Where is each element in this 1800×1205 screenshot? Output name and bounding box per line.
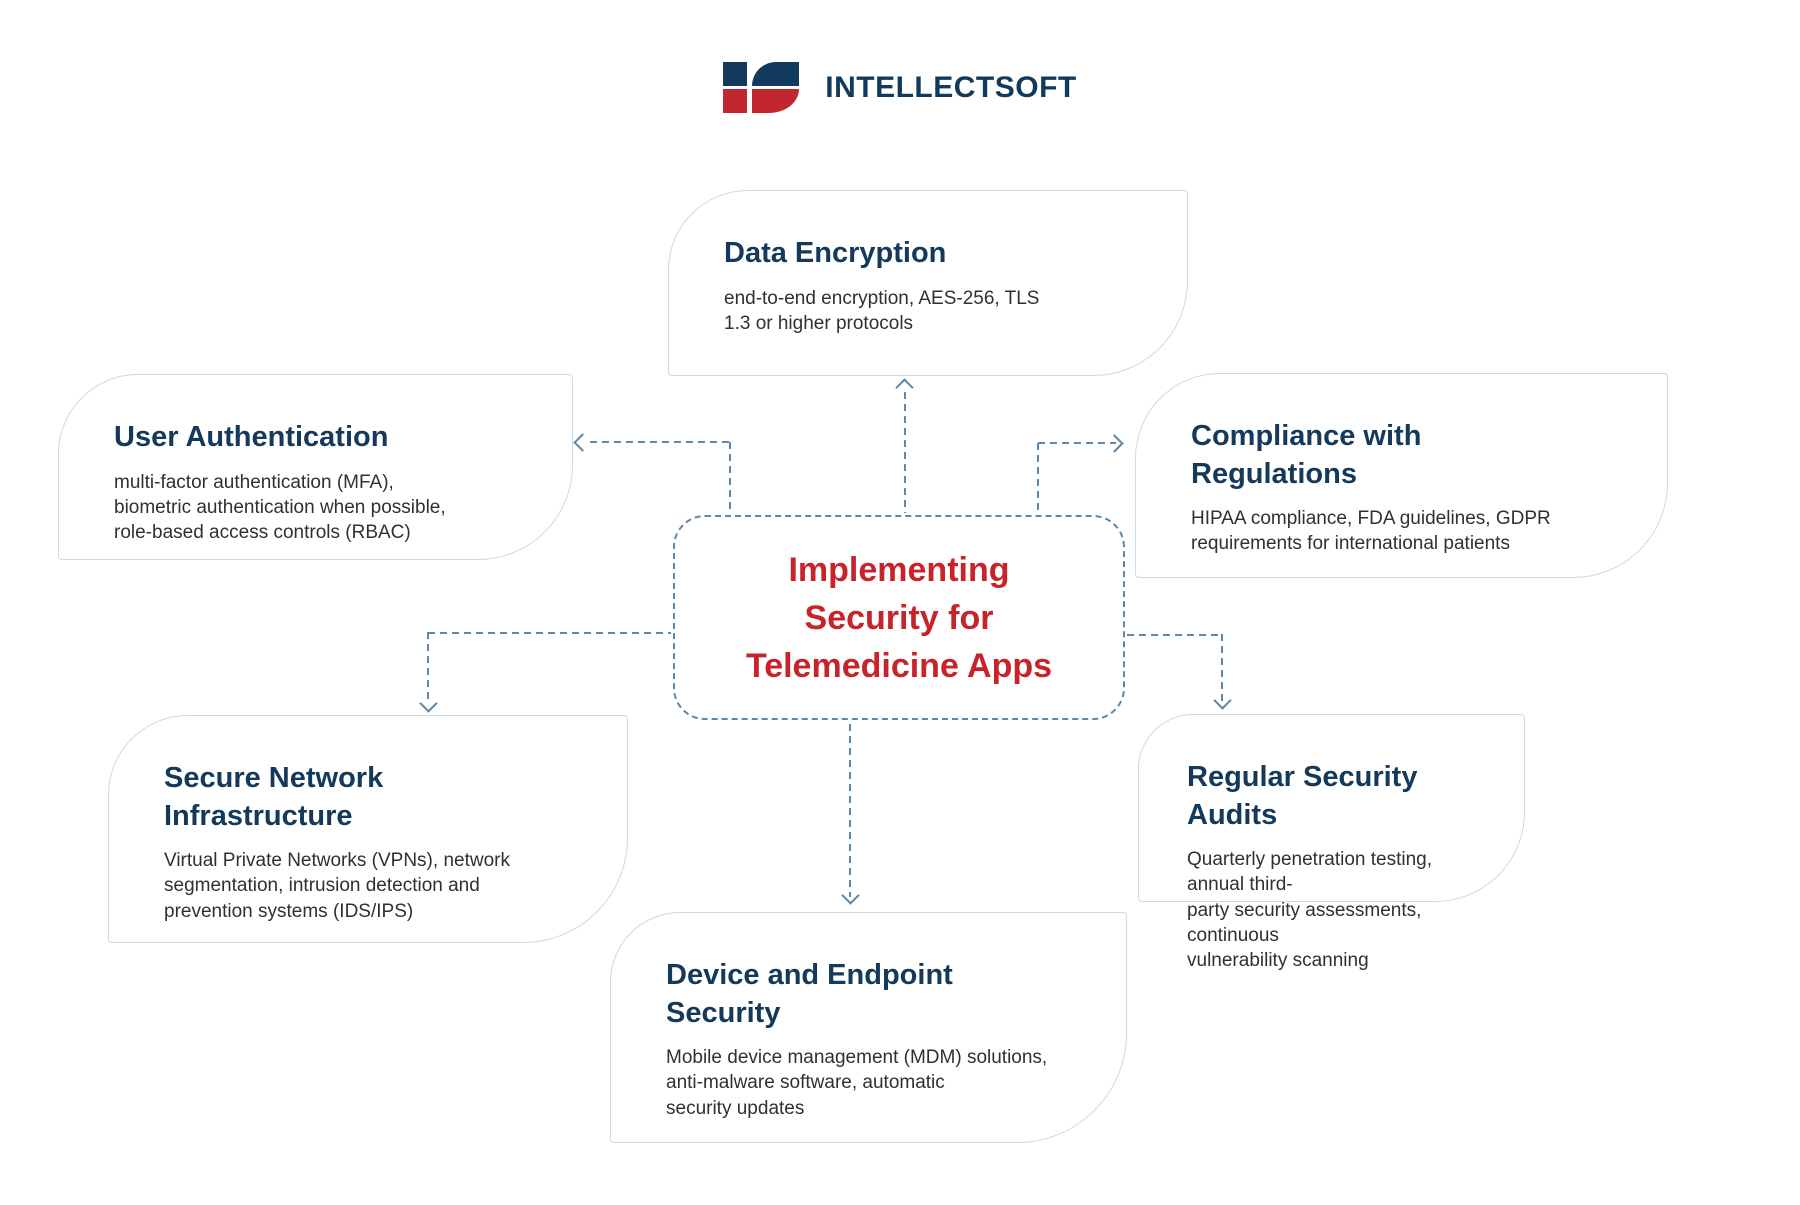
central-topic-title: Implementing Security for Telemedicine A… [745, 550, 1053, 685]
node-user-authentication: User Authentication multi-factor authent… [58, 374, 573, 560]
node-title: Data Encryption [724, 237, 947, 269]
connector-compliance-horizontal [1038, 442, 1116, 444]
logo-leaf-navy [752, 62, 800, 86]
connector-device-endpoint [849, 724, 851, 897]
central-topic: Implementing Security for Telemedicine A… [673, 515, 1125, 720]
node-title: Device and Endpoint Security [666, 959, 953, 1029]
node-body: end-to-end encryption, AES-256, TLS 1.3 … [724, 287, 1040, 334]
node-device-and-endpoint-security: Device and Endpoint Security Mobile devi… [610, 912, 1127, 1143]
arrow-right-icon [1105, 434, 1124, 453]
connector-regular-audits-vertical [1221, 634, 1223, 702]
brand-header: INTELLECTSOFT [0, 62, 1800, 113]
node-body: HIPAA compliance, FDA guidelines, GDPR r… [1191, 508, 1551, 555]
node-title: Regular Security Audits [1187, 761, 1418, 831]
logo-left-column [723, 62, 748, 113]
node-secure-network-infrastructure: Secure Network Infrastructure Virtual Pr… [108, 715, 628, 943]
brand-name: INTELLECTSOFT [825, 70, 1077, 104]
logo-square-navy [723, 62, 748, 86]
logo-square-red [723, 89, 748, 113]
node-body: Virtual Private Networks (VPNs), network… [164, 850, 510, 922]
node-title: Secure Network Infrastructure [164, 762, 384, 832]
connector-secure-network-vertical [427, 632, 429, 704]
intellectsoft-logo-icon [723, 62, 800, 113]
node-data-encryption: Data Encryption end-to-end encryption, A… [668, 190, 1188, 376]
node-body: Mobile device management (MDM) solutions… [666, 1047, 1048, 1119]
logo-right-column [752, 62, 800, 113]
connector-user-authentication-vertical [729, 442, 731, 513]
connector-user-authentication-horizontal [590, 441, 730, 443]
node-body: multi-factor authentication (MFA), biome… [114, 471, 446, 543]
node-title: User Authentication [114, 421, 389, 453]
node-regular-security-audits: Regular Security Audits Quarterly penetr… [1138, 714, 1525, 971]
connector-regular-audits-horizontal [1127, 634, 1222, 636]
node-title: Compliance with Regulations [1191, 420, 1422, 490]
arrow-down-icon [841, 886, 860, 905]
connector-compliance-vertical [1037, 443, 1039, 513]
connector-data-encryption [904, 392, 906, 513]
arrow-up-icon [895, 378, 914, 397]
node-body: Quarterly penetration testing, annual th… [1187, 849, 1433, 971]
arrow-left-icon [573, 433, 592, 452]
connector-secure-network-horizontal [428, 632, 671, 634]
logo-leaf-red [752, 89, 800, 113]
arrow-down-icon [1213, 691, 1232, 710]
arrow-down-icon [419, 694, 438, 713]
node-compliance-with-regulations: Compliance with Regulations HIPAA compli… [1135, 373, 1668, 578]
